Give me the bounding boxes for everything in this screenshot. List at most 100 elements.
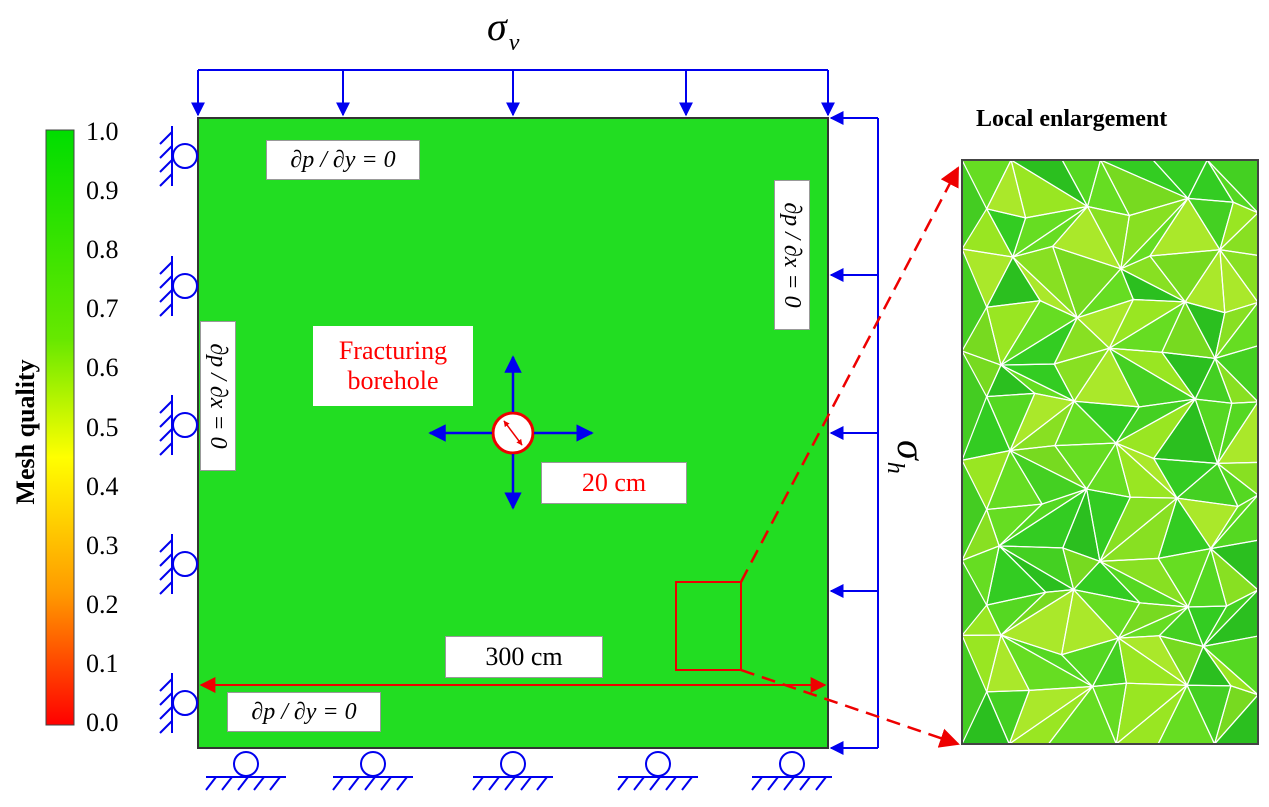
mesh-element	[1011, 160, 1088, 218]
mesh-element	[986, 592, 1046, 636]
mesh-element	[1158, 548, 1211, 607]
mesh-element	[962, 249, 1013, 308]
mesh-element	[1012, 246, 1078, 318]
roller-support	[159, 126, 198, 187]
roller-support	[159, 395, 198, 456]
mesh-element	[1010, 393, 1075, 451]
roller-support	[617, 751, 698, 791]
mesh-element	[962, 208, 1013, 258]
mesh-element	[1149, 198, 1220, 256]
mesh-element	[1061, 638, 1119, 687]
colorbar-tick: 0.6	[86, 353, 119, 383]
colorbar-tick: 0.4	[86, 471, 119, 501]
roller-support	[159, 534, 198, 595]
mesh-element	[1087, 160, 1130, 216]
mesh-element	[1074, 401, 1140, 444]
mesh-element	[962, 545, 1000, 606]
mesh-element	[986, 450, 1043, 510]
colorbar-title: Mesh quality	[11, 359, 40, 505]
colorbar-tick: 1.0	[86, 117, 119, 146]
borehole-label: Fracturing borehole	[313, 326, 473, 406]
borehole-diameter-arrow	[503, 420, 523, 446]
colorbar-tick: 0.7	[86, 294, 119, 324]
mesh-element	[986, 393, 1035, 451]
colorbar-tick: 0.8	[86, 235, 119, 265]
bc-top-label: ∂p / ∂y = 0	[266, 140, 420, 180]
mesh-element	[1052, 206, 1121, 269]
mesh-element	[986, 300, 1041, 366]
roller-support	[205, 751, 286, 791]
mesh-element	[1214, 685, 1258, 744]
sigma-h-symbol: σh	[882, 440, 934, 474]
mesh-element	[1010, 445, 1087, 490]
mesh-element	[962, 605, 1002, 636]
mesh-element	[1219, 212, 1258, 256]
mesh-edge	[1213, 693, 1258, 744]
mesh-element	[1062, 489, 1100, 562]
mesh-element	[962, 160, 1012, 209]
mesh-element	[1062, 160, 1101, 207]
roller-support	[472, 751, 553, 791]
vertical-stress-load	[191, 69, 835, 117]
mesh-element	[1054, 401, 1116, 446]
mesh-element	[962, 450, 1011, 510]
mesh-element	[1109, 348, 1196, 407]
roller-support	[159, 673, 198, 734]
mesh-element	[1210, 540, 1258, 590]
mesh-element	[1158, 498, 1211, 559]
bc-bottom-label: ∂p / ∂y = 0	[227, 692, 381, 732]
mesh-element	[1109, 301, 1186, 353]
bc-left-label: ∂p / ∂x = 0	[200, 321, 236, 471]
mesh-element	[1176, 463, 1238, 507]
mesh-element	[962, 396, 1011, 461]
colorbar-tick: 0.9	[86, 176, 119, 206]
colorbar	[45, 129, 75, 726]
enlargement-title: Local enlargement	[976, 106, 1168, 132]
mesh-edge	[1157, 683, 1216, 744]
mesh-element	[1153, 399, 1218, 464]
mesh-element	[1048, 686, 1117, 744]
mesh-element	[1219, 202, 1258, 250]
mesh-element	[986, 690, 1030, 744]
mesh-element	[1000, 300, 1078, 366]
mesh-element	[962, 307, 1001, 366]
left-roller-supports	[159, 126, 198, 734]
mesh-element	[1074, 348, 1140, 407]
mesh-element	[1161, 301, 1216, 359]
mesh-element	[1217, 463, 1258, 507]
mesh-element	[1099, 558, 1188, 607]
mesh-element	[1210, 548, 1258, 607]
mesh-element	[1187, 198, 1234, 250]
mesh-element	[1092, 638, 1127, 687]
horizontal-stress-load	[829, 111, 879, 755]
mesh-element	[1001, 635, 1093, 691]
mesh-element	[986, 635, 1030, 692]
mesh-element	[1203, 636, 1258, 695]
mesh-element	[1077, 268, 1134, 318]
mesh-element	[1187, 606, 1227, 647]
mesh-element	[986, 208, 1026, 258]
mesh-element	[1087, 206, 1130, 269]
mesh-element	[1185, 301, 1225, 359]
mesh-element	[1054, 443, 1116, 490]
mesh-element	[986, 545, 1046, 606]
mesh-element	[1187, 160, 1234, 203]
borehole-label-line2: borehole	[347, 366, 439, 395]
mesh-element	[1153, 458, 1218, 499]
mesh-element	[986, 365, 1035, 397]
mesh-element	[1086, 489, 1131, 562]
bc-right-label: ∂p / ∂x = 0	[774, 180, 810, 330]
mesh-element	[1054, 348, 1110, 402]
mesh-element	[1187, 646, 1231, 686]
colorbar-tick: 0.1	[86, 648, 119, 678]
mesh-element	[1001, 589, 1074, 655]
mesh-element	[1149, 249, 1220, 302]
mesh-element	[1185, 249, 1225, 313]
mesh-element	[1159, 606, 1204, 647]
mesh-element	[1187, 548, 1227, 607]
enlarged-mesh-panel	[961, 159, 1259, 745]
mesh-element	[986, 257, 1041, 308]
roller-support	[332, 751, 413, 791]
